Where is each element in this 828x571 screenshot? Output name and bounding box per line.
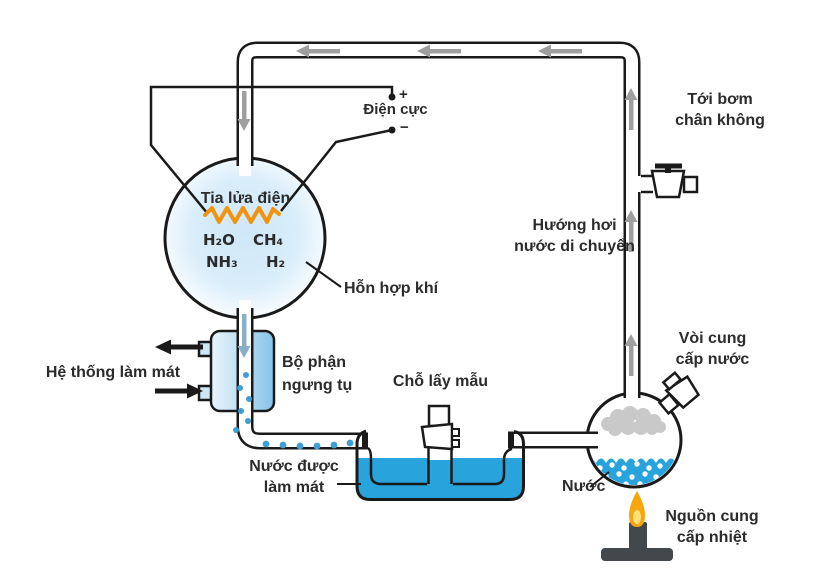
minus-sign: − xyxy=(400,119,409,136)
water-tap-valve xyxy=(657,370,701,416)
flow-arrow-left-icon xyxy=(538,44,582,58)
flow-direction-arrows xyxy=(237,44,638,376)
label-gas-mixture: Hỗn hợp khí xyxy=(344,280,439,297)
flow-arrow-up-icon xyxy=(624,88,638,130)
gas-label-h2o: H₂O xyxy=(203,231,235,249)
label-cooled-water: Nước được làm mát xyxy=(249,458,339,496)
sample-valve xyxy=(420,404,460,451)
electrode-assembly xyxy=(149,85,396,224)
label-vapor-direction: Hướng hơi nước di chuyển xyxy=(514,217,635,255)
gas-label-h2: H₂ xyxy=(266,253,286,271)
label-condenser: Bộ phận ngưng tụ xyxy=(282,354,353,394)
coolant-out-arrow-icon xyxy=(155,339,203,355)
burner-base xyxy=(601,548,673,561)
spark-icon xyxy=(203,206,281,224)
cooling-water-arrows xyxy=(155,339,203,399)
label-cooling-system: Hệ thống làm mát xyxy=(45,364,181,381)
burner-stem xyxy=(629,522,647,550)
label-electrodes: Điện cực xyxy=(363,101,428,118)
flow-arrow-down-icon xyxy=(237,91,251,131)
label-water-supply-tap: Vòi cung cấp nước xyxy=(675,330,750,368)
gas-label-nh3: NH₃ xyxy=(206,253,238,271)
flow-arrow-down-icon xyxy=(237,314,251,358)
label-heat-source: Nguồn cung cấp nhiệt xyxy=(665,508,759,546)
label-sampling-point: Chỗ lấy mẫu xyxy=(392,373,489,390)
label-to-vacuum-pump: Tới bơm chân không xyxy=(675,91,765,129)
condensate-droplets xyxy=(233,372,354,450)
electrode-positive-terminal xyxy=(388,93,396,101)
spark-flask xyxy=(163,156,327,320)
heat-source xyxy=(601,491,673,561)
label-electric-spark: Tia lửa điện xyxy=(200,190,291,207)
flow-arrow-up-icon xyxy=(624,210,638,252)
water-trap xyxy=(355,429,525,501)
flow-arrow-left-icon xyxy=(417,44,461,58)
vacuum-valve xyxy=(637,163,699,199)
valve-handle-icon xyxy=(655,163,682,169)
coolant-in-arrow-icon xyxy=(155,383,203,399)
gas-label-ch4: CH₄ xyxy=(253,231,284,249)
flame-icon xyxy=(629,491,645,527)
callout-lines xyxy=(305,261,610,488)
steam-cloud-icon xyxy=(601,406,666,436)
label-water: Nước xyxy=(562,478,606,495)
flow-arrow-left-icon xyxy=(296,44,340,58)
flow-arrow-up-icon xyxy=(624,334,638,376)
electrode-negative-terminal xyxy=(388,126,396,134)
plus-sign: + xyxy=(399,86,408,103)
